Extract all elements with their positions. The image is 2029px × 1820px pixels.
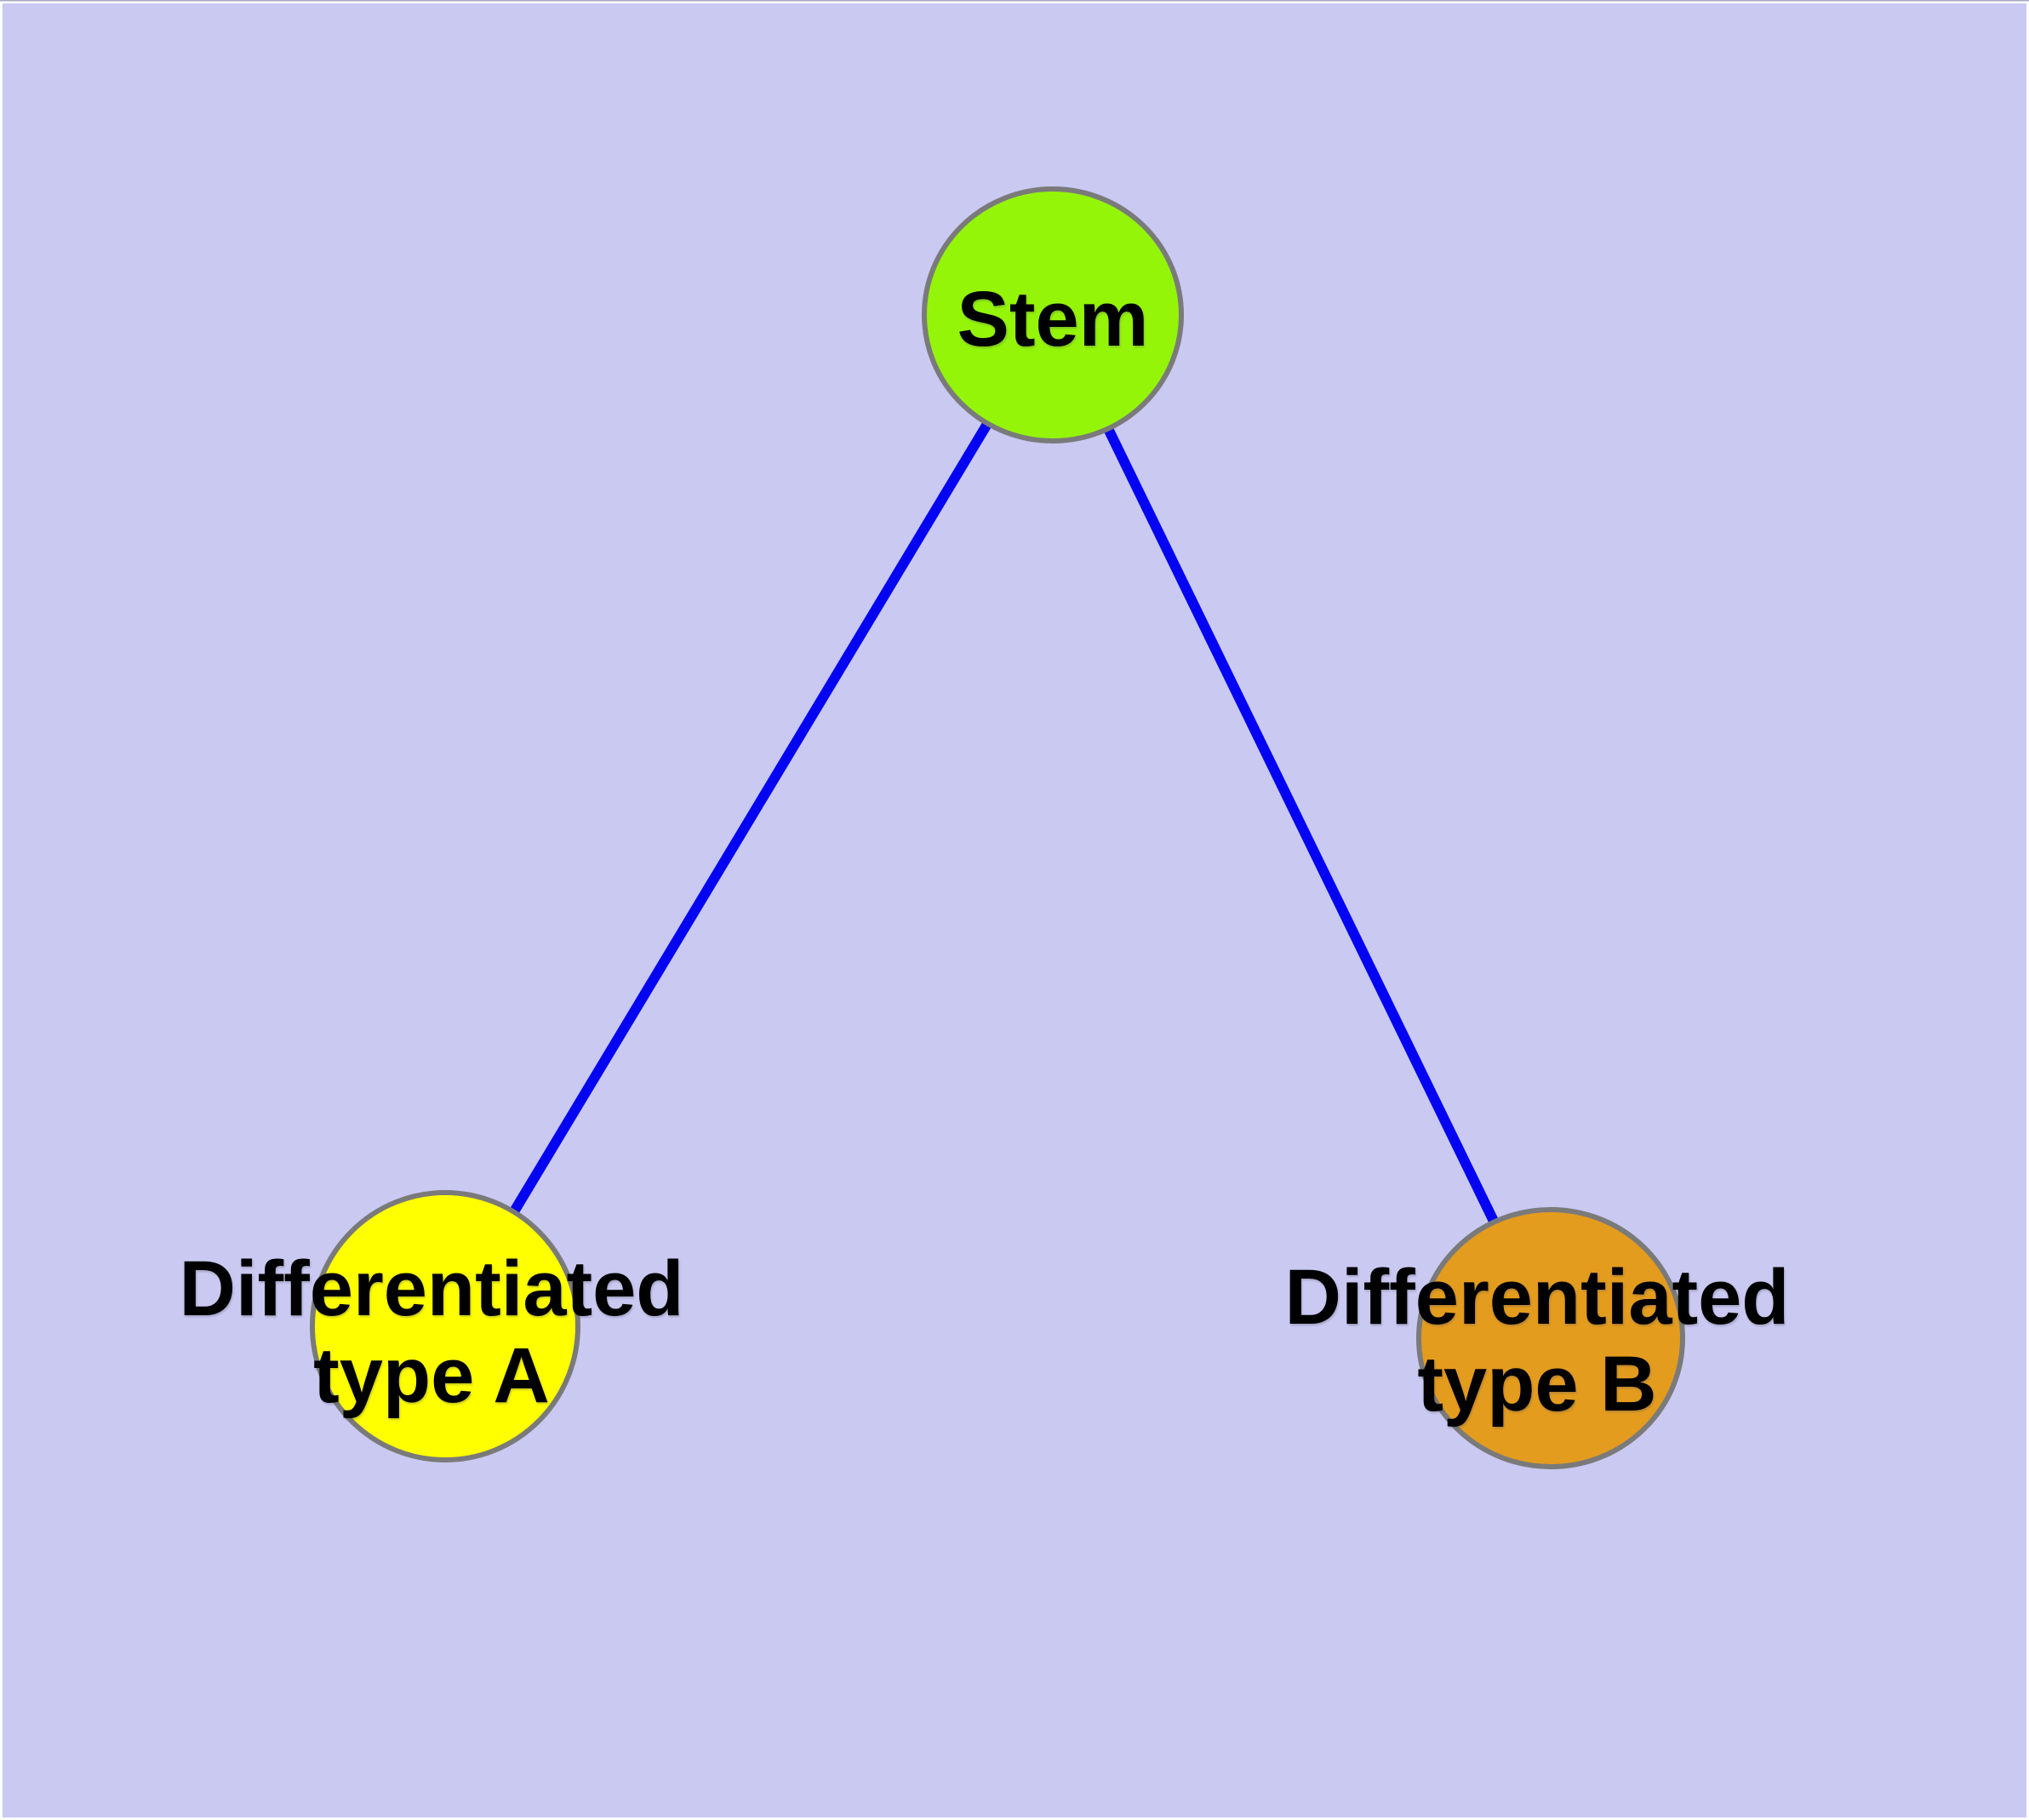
edge-stem-to-diff-b[interactable] — [1048, 312, 1556, 1341]
window-top-hairline — [0, 0, 2029, 2]
edge-stem-to-diff-a[interactable] — [440, 312, 1058, 1330]
node-diff-a-shape[interactable] — [310, 1190, 580, 1462]
node-stem-shape[interactable] — [922, 186, 1184, 444]
node-diff-b-shape[interactable] — [1416, 1207, 1685, 1469]
